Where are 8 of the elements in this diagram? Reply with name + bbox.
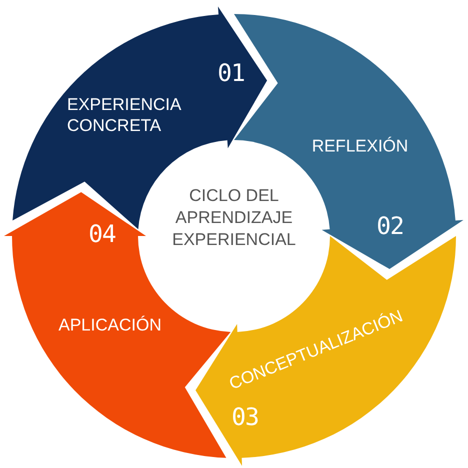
step-number: 04	[88, 220, 116, 248]
step-number: 02	[376, 212, 404, 240]
step-number: 01	[218, 59, 244, 87]
step-label: APLICACIÓN	[58, 314, 162, 336]
step-label: REFLEXIÓN	[312, 135, 408, 157]
step-number: 03	[232, 403, 258, 431]
step-label: EXPERIENCIA CONCRETA	[67, 94, 182, 136]
center-title: CICLO DEL APRENDIZAJE EXPERIENCIAL	[171, 184, 297, 252]
